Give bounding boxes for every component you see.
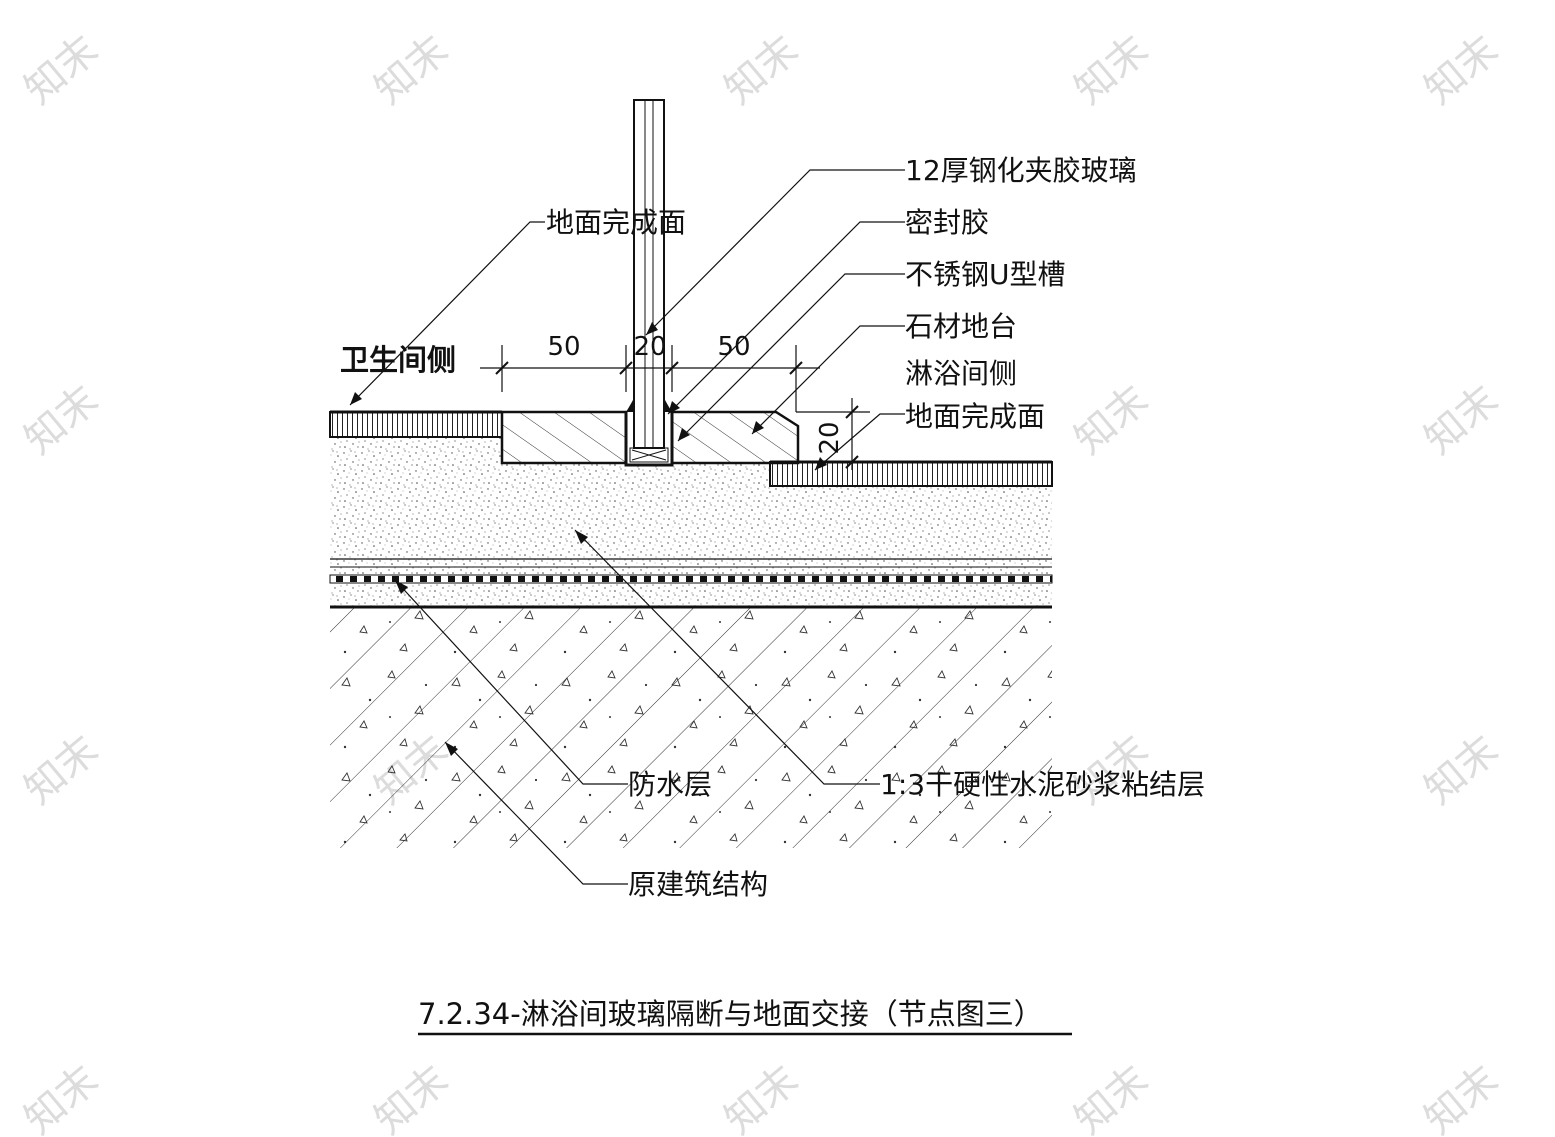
mortar-bed [329, 437, 1053, 609]
floor-tile-right [769, 460, 1053, 487]
watermark-logo: 知末 [716, 1057, 807, 1137]
dim-left-width: 50 [547, 332, 580, 362]
watermark-logo: 知末 [1066, 377, 1157, 464]
label-waterproof: 防水层 [628, 768, 712, 801]
u-channel [624, 412, 674, 467]
label-mortar: 1:3干硬性水泥砂浆粘结层 [880, 768, 1205, 801]
leader-lines [349, 169, 905, 885]
label-shower-side: 淋浴间侧 [905, 357, 1017, 390]
figure-caption: 7.2.34-淋浴间玻璃隔断与地面交接（节点图三） [418, 997, 1043, 1031]
dim-step-height: 20 [815, 421, 845, 454]
watermark-logo: 知末 [1066, 1057, 1157, 1137]
watermark-logo: 知末 [16, 377, 107, 464]
floor-tile-left [329, 410, 503, 438]
structure-concrete [330, 607, 1052, 848]
watermark-logo: 知末 [716, 27, 807, 114]
dim-glass-width: 20 [633, 332, 666, 362]
watermark-logo: 知末 [366, 27, 457, 114]
watermark-logo: 知末 [16, 1057, 107, 1137]
sealant [626, 398, 672, 412]
label-stone-sill: 石材地台 [905, 310, 1017, 343]
watermark-logo: 知末 [1416, 1057, 1507, 1137]
watermark-logo: 知末 [16, 27, 107, 114]
watermark-logo: 知末 [16, 727, 107, 814]
label-bathroom-side: 卫生间侧 [340, 343, 456, 377]
label-sealant: 密封胶 [905, 206, 989, 239]
label-structure: 原建筑结构 [628, 868, 768, 901]
watermark-logo: 知末 [1066, 27, 1157, 114]
label-glass: 12厚钢化夹胶玻璃 [905, 154, 1137, 187]
dimension-horizontal [480, 345, 820, 412]
watermark-logo: 知末 [1416, 27, 1507, 114]
watermark-logo: 知末 [1416, 727, 1507, 814]
label-finish-right: 地面完成面 [905, 400, 1045, 433]
label-finish-left: 地面完成面 [546, 206, 686, 239]
watermark-logo: 知末 [366, 1057, 457, 1137]
glass-panel [633, 99, 665, 449]
watermark-logo: 知末 [1416, 377, 1507, 464]
leader-arrows [350, 322, 827, 756]
label-u-channel: 不锈钢U型槽 [905, 258, 1066, 291]
